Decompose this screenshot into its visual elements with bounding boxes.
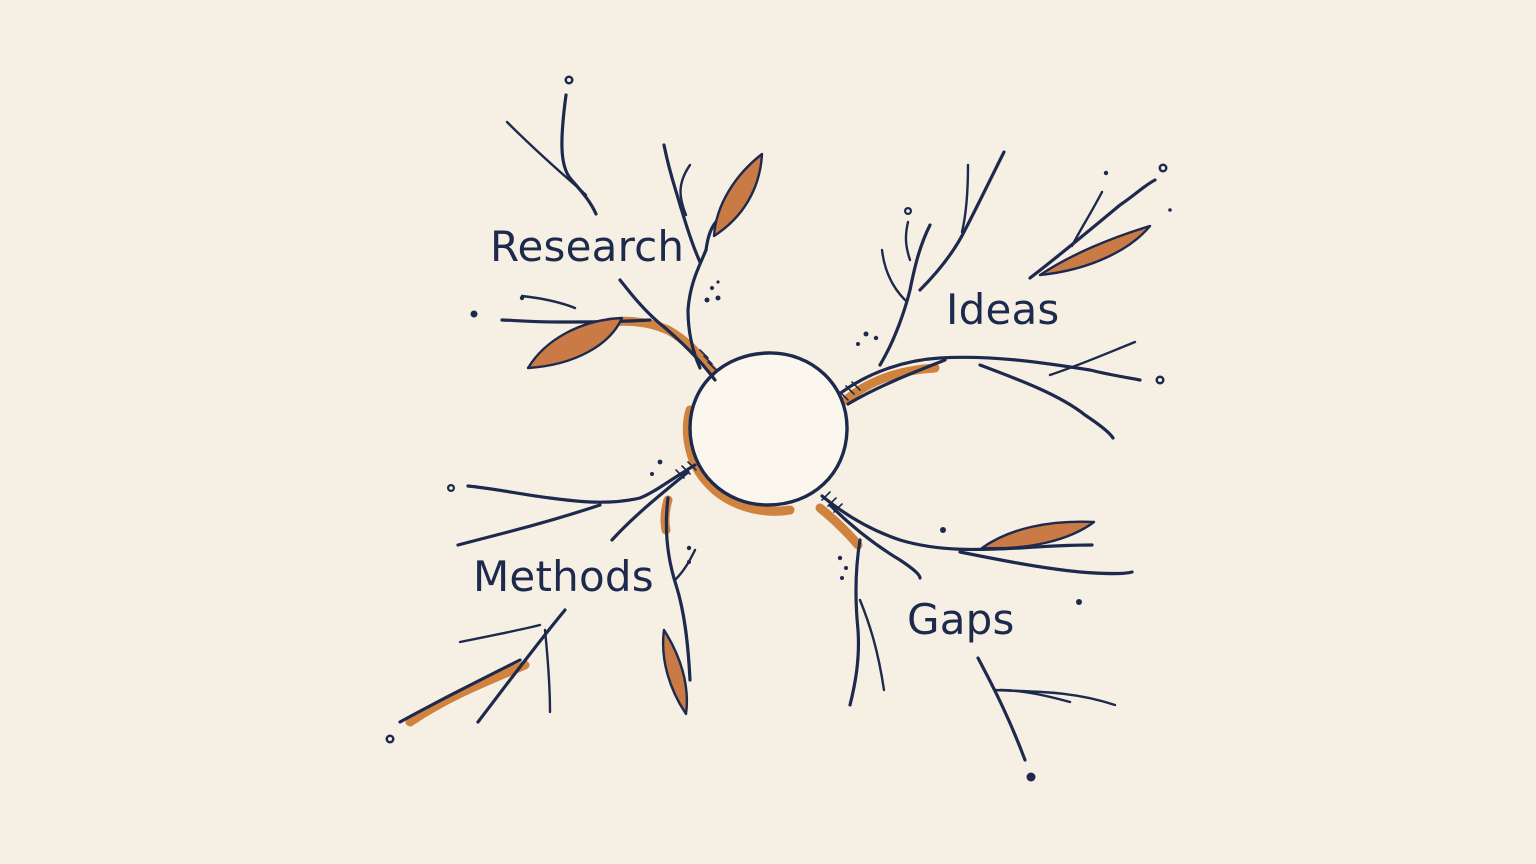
node-label-methods: Methods [473,552,654,601]
node-label-gaps: Gaps [907,595,1015,644]
node-label-ideas: Ideas [946,285,1060,334]
methods-branch [385,459,697,744]
node-label-research: Research [490,222,685,271]
ideas-branch [839,150,1172,440]
gaps-branch [820,491,1134,782]
research-branch [470,75,764,382]
center-node [688,351,849,507]
